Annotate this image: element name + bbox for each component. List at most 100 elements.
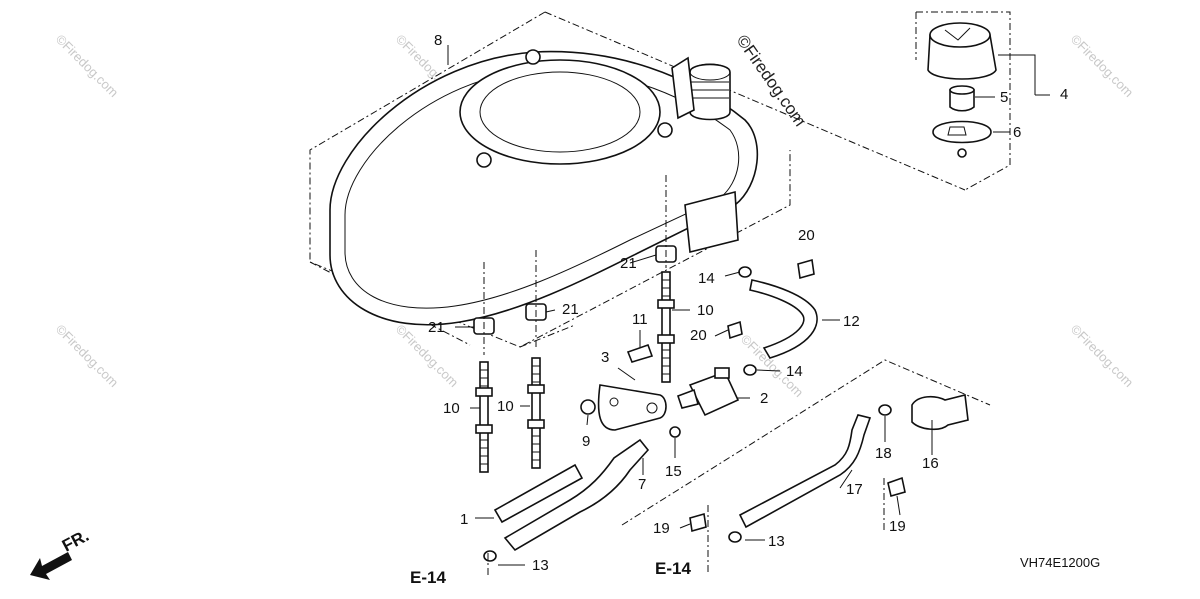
- bolt-collar-left-1: [475, 387, 493, 397]
- reference-e14-right: E-14: [655, 559, 691, 578]
- clip-13a: [483, 550, 497, 562]
- fuel-tube-17: [738, 414, 872, 529]
- watermark-top-right: ©Firedog.com: [1068, 32, 1136, 100]
- callouts: 8 4 5 6 20 21 21 21 14 10 12 11 20 3 14 …: [428, 32, 1068, 574]
- clip-20b: [727, 320, 743, 340]
- fuel-cap-top: [929, 22, 991, 48]
- callout-2: 2: [760, 390, 768, 407]
- filler-neck-thread: [691, 81, 729, 99]
- filler-guard: [671, 56, 695, 120]
- callout-3: 3: [601, 349, 609, 366]
- callout-21c: 21: [428, 319, 445, 336]
- callout-8: 8: [434, 32, 442, 49]
- tank-boss-3: [657, 122, 673, 138]
- callout-6: 6: [1013, 124, 1021, 141]
- bolt-thread-right: [662, 279, 670, 375]
- bolt-shaft-left: [479, 361, 489, 473]
- callout-5: 5: [1000, 89, 1008, 106]
- clip-19a: [689, 512, 707, 533]
- callout-13b: 13: [768, 533, 785, 550]
- lower-frame-2: [487, 478, 885, 575]
- diagram-code: VH74E1200G: [1020, 555, 1100, 570]
- fuel-tank-opening-inner: [479, 71, 641, 153]
- bolt-collar-right-2: [657, 334, 675, 344]
- bolt-collar-mid-1: [527, 384, 545, 394]
- cap-frame: [915, 11, 1011, 191]
- bracket-hole-1: [609, 397, 619, 407]
- clip-14b: [743, 364, 757, 376]
- valve-bracket: [597, 384, 667, 431]
- fuel-valve-lever: [714, 367, 730, 379]
- clip-19b: [887, 476, 906, 498]
- callout-10b: 10: [443, 400, 460, 417]
- clip-18: [878, 404, 892, 416]
- cap-seal-pin: [957, 148, 967, 158]
- cap-filter: [949, 85, 975, 112]
- fuel-tank-opening: [459, 59, 661, 165]
- callout-15: 15: [665, 463, 682, 480]
- cap-seal: [932, 120, 992, 158]
- front-arrow-icon: [30, 552, 72, 580]
- bolt-shaft-mid: [531, 357, 541, 469]
- leader-lines: [447, 45, 933, 566]
- callout-11: 11: [632, 311, 648, 328]
- cap-filter-body: [949, 89, 975, 112]
- callout-20b: 20: [690, 327, 707, 344]
- bolt-thread-mid: [532, 365, 540, 461]
- fuel-cap-grip: [944, 27, 971, 41]
- clip-13b: [728, 531, 742, 543]
- fuel-valve: [676, 367, 740, 417]
- filler-neck: [689, 63, 731, 121]
- callout-13a: 13: [532, 557, 549, 574]
- callout-19a: 19: [653, 520, 670, 537]
- clip-14a: [738, 266, 752, 278]
- callout-4: 4: [1060, 86, 1068, 103]
- bracket-hole-2: [646, 402, 658, 414]
- callout-9: 9: [582, 433, 590, 450]
- callout-7: 7: [638, 476, 646, 493]
- callout-10a: 10: [697, 302, 714, 319]
- tank-boss-1: [525, 49, 541, 65]
- cap-filter-top: [949, 85, 975, 95]
- callout-18: 18: [875, 445, 892, 462]
- mounting-bolt-mid: [527, 357, 545, 469]
- mounting-bolt-right: [657, 271, 675, 383]
- watermark-top-left: ©Firedog.com: [53, 32, 121, 100]
- clip-15: [669, 426, 681, 438]
- cap-seal-body: [932, 120, 992, 144]
- bolt-collar-left-2: [475, 424, 493, 434]
- fuel-valve-stem: [676, 388, 699, 409]
- fuel-tube-upper: [749, 279, 818, 359]
- callout-21b: 21: [562, 301, 579, 318]
- tank-boss-2: [476, 152, 492, 168]
- bolt-collar-mid-2: [527, 419, 545, 429]
- front-label: FR.: [59, 526, 92, 556]
- callout-14a: 14: [698, 270, 715, 287]
- watermark-mid-left: ©Firedog.com: [53, 322, 121, 390]
- callout-20a: 20: [798, 227, 815, 244]
- bolt-shaft-right: [661, 271, 671, 383]
- mounting-bolt-left: [475, 361, 493, 473]
- fuel-tank-rim: [344, 69, 740, 309]
- callout-19b: 19: [889, 518, 906, 535]
- reference-e14-left: E-14: [410, 568, 446, 587]
- lower-frame-1: [621, 359, 991, 526]
- fuel-joint-16: [911, 394, 969, 431]
- cap-leaders: [975, 54, 1050, 133]
- bolt-collar-right-1: [657, 299, 675, 309]
- tank-outlet-block: [684, 190, 739, 253]
- callout-17: 17: [846, 481, 863, 498]
- callout-12: 12: [843, 313, 860, 330]
- callout-14b: 14: [786, 363, 803, 380]
- watermark-main: ©Firedog.com: [733, 31, 810, 130]
- fuel-tank: [329, 49, 759, 326]
- callout-16: 16: [922, 455, 939, 472]
- fuel-valve-body: [688, 370, 740, 417]
- flange-nut: [580, 399, 596, 415]
- watermark-mid-right: ©Firedog.com: [1068, 322, 1136, 390]
- clip-20a: [797, 258, 815, 280]
- callout-21a: 21: [620, 255, 637, 272]
- callout-1: 1: [460, 511, 468, 528]
- fuel-tube-7: [503, 438, 650, 552]
